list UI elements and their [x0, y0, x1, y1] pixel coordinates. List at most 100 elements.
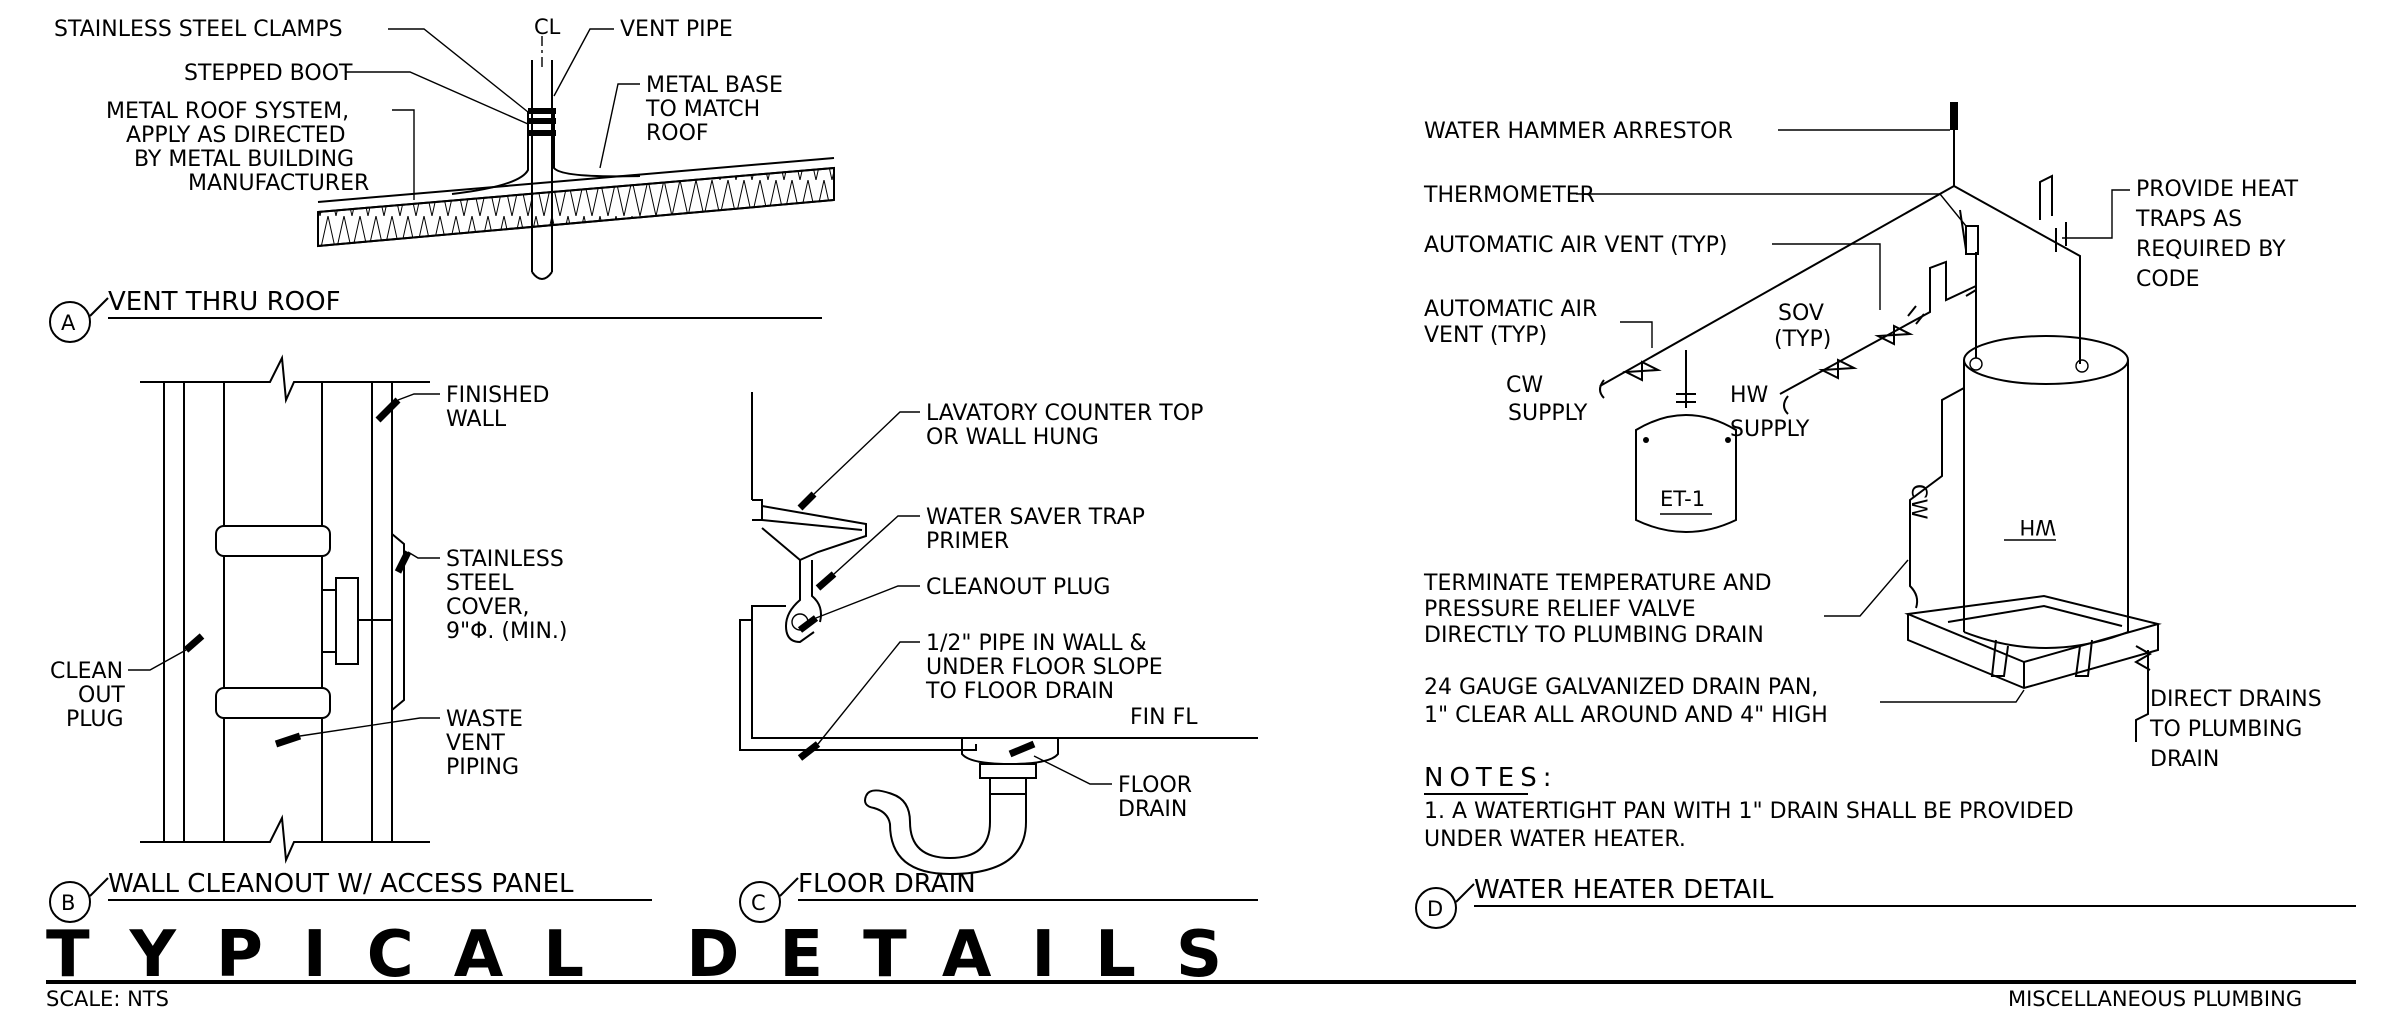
label-plug-3: PLUG	[66, 707, 124, 732]
label-waste-3: PIPING	[446, 755, 519, 780]
label-pipe-3: TO FLOOR DRAIN	[925, 679, 1114, 704]
finished-wall	[140, 354, 430, 864]
label-pan-2: 1" CLEAR ALL AROUND AND 4" HIGH	[1424, 703, 1828, 728]
label-heat-3: REQUIRED BY	[2136, 237, 2286, 262]
label-roof-1: METAL ROOF SYSTEM,	[106, 99, 349, 124]
vent-pipe	[531, 36, 553, 280]
label-waste-2: VENT	[446, 731, 505, 756]
label-heat-4: CODE	[2136, 267, 2200, 292]
label-pipe-2: UNDER FLOOR SLOPE	[926, 655, 1163, 680]
label-clamps: STAINLESS STEEL CLAMPS	[54, 17, 343, 42]
label-drain-1: FLOOR	[1118, 773, 1192, 798]
label-roof-4: MANUFACTURER	[188, 171, 369, 196]
label-hw-1: HW	[1730, 383, 1769, 408]
label-trap-2: PRIMER	[926, 529, 1009, 554]
label-base-3: ROOF	[646, 121, 709, 146]
roof-panel	[317, 157, 835, 248]
label-cleanout: CLEANOUT PLUG	[926, 575, 1110, 600]
label-pipe-1: 1/2" PIPE IN WALL &	[926, 631, 1147, 656]
label-fin-fl: FIN FL	[1130, 705, 1198, 730]
expansion-tank-et-1: ET-1	[1635, 350, 1737, 533]
lavatory	[752, 499, 867, 562]
detail-c-title: FLOOR DRAIN	[798, 869, 976, 899]
detail-a-tag: A	[61, 311, 76, 335]
label-relief-3: DIRECTLY TO PLUMBING DRAIN	[1424, 623, 1764, 648]
label-base-1: METAL BASE	[646, 73, 783, 98]
label-aav-typ: AUTOMATIC AIR VENT (TYP)	[1424, 233, 1727, 258]
note-1b: UNDER WATER HEATER.	[1424, 827, 1686, 852]
valves	[1599, 222, 2153, 671]
note-1a: 1. A WATERTIGHT PAN WITH 1" DRAIN SHALL …	[1424, 799, 2074, 824]
primer-line	[739, 605, 977, 751]
detail-b-tag: B	[61, 891, 75, 915]
access-cover	[391, 533, 405, 711]
label-aav-1: AUTOMATIC AIR	[1424, 297, 1597, 322]
floor-drain-body	[864, 738, 1059, 876]
sheet-title: TYPICAL DETAILS	[46, 918, 1262, 992]
notes-heading: NOTES:	[1424, 763, 1558, 793]
label-heat-1: PROVIDE HEAT	[2136, 177, 2299, 202]
label-plug-2: OUT	[78, 683, 125, 708]
label-lav-2: OR WALL HUNG	[926, 425, 1099, 450]
detail-a-title: VENT THRU ROOF	[108, 287, 341, 317]
detail-b-title: WALL CLEANOUT W/ ACCESS PANEL	[108, 869, 574, 899]
detail-c-floor-drain: LAVATORY COUNTER TOP OR WALL HUNG WATER …	[739, 392, 1258, 923]
label-sov-1: SOV	[1778, 301, 1824, 326]
label-boot: STEPPED BOOT	[184, 61, 353, 86]
label-roof-2: APPLY AS DIRECTED	[126, 123, 346, 148]
stepped-boot-clamps	[528, 108, 556, 136]
detail-d-title-block: D WATER HEATER DETAIL	[1415, 875, 2356, 929]
detail-a-vent-thru-roof: CL STAINLESS STEEL CLAMPS STEPPED BOOT M…	[49, 15, 835, 343]
label-vent-pipe: VENT PIPE	[620, 17, 733, 42]
cleanout-plug	[321, 577, 392, 665]
detail-a-title-block: A VENT THRU ROOF	[49, 287, 822, 343]
sheet-title-block: TYPICAL DETAILS SCALE: NTS MISCELLANEOUS…	[46, 918, 2356, 1011]
label-cover-2: STEEL	[446, 571, 514, 596]
label-drain-2: DRAIN	[1118, 797, 1187, 822]
label-hw-2: SUPPLY	[1730, 417, 1810, 442]
label-sov-2: (TYP)	[1774, 327, 1831, 352]
detail-d-water-heater: WH ET-1	[1415, 102, 2356, 929]
label-lav-1: LAVATORY COUNTER TOP	[926, 401, 1203, 426]
finished-floor	[740, 737, 1258, 751]
label-finished-wall-2: WALL	[446, 407, 507, 432]
detail-b-wall-cleanout: FINISHED WALL STAINLESS STEEL COVER, 9"Φ…	[49, 354, 652, 923]
sheet-scale: SCALE: NTS	[46, 987, 169, 1011]
waste-vent-pipe	[215, 382, 331, 842]
label-relief-1: TERMINATE TEMPERATURE AND	[1423, 571, 1772, 596]
label-relief-2: PRESSURE RELIEF VALVE	[1424, 597, 1696, 622]
label-finished-wall-1: FINISHED	[446, 383, 549, 408]
wh-label: WH	[2019, 515, 2056, 539]
detail-b-title-block: B WALL CLEANOUT W/ ACCESS PANEL	[49, 869, 652, 923]
label-direct-1: DIRECT DRAINS	[2150, 687, 2322, 712]
label-roof-3: BY METAL BUILDING	[134, 147, 354, 172]
label-heat-2: TRAPS AS	[2135, 207, 2242, 232]
water-heater-tank: WH	[1963, 335, 2129, 649]
label-arrestor: WATER HAMMER ARRESTOR	[1424, 119, 1733, 144]
label-aav-2: VENT (TYP)	[1424, 323, 1547, 348]
label-cw-1: CW	[1506, 373, 1543, 398]
label-trap-1: WATER SAVER TRAP	[926, 505, 1145, 530]
label-base-2: TO MATCH	[645, 97, 760, 122]
detail-c-title-block: C FLOOR DRAIN	[739, 869, 1258, 923]
label-cover-1: STAINLESS	[446, 547, 564, 572]
detail-d-title: WATER HEATER DETAIL	[1474, 875, 1774, 905]
label-cw-2: SUPPLY	[1508, 401, 1588, 426]
label-waste-1: WASTE	[446, 707, 523, 732]
sheet-name: MISCELLANEOUS PLUMBING	[2008, 987, 2302, 1011]
label-cover-4: 9"Φ. (MIN.)	[446, 619, 568, 644]
detail-d-tag: D	[1427, 897, 1443, 921]
detail-c-tag: C	[751, 891, 766, 915]
et-label: ET-1	[1660, 487, 1705, 511]
label-plug-1: CLEAN	[50, 659, 123, 684]
piping	[1599, 102, 2149, 742]
drain-pan	[1904, 594, 2162, 690]
label-pan-1: 24 GAUGE GALVANIZED DRAIN PAN,	[1424, 675, 1818, 700]
label-cover-3: COVER,	[446, 595, 530, 620]
label-direct-3: DRAIN	[2150, 747, 2219, 772]
label-direct-2: TO PLUMBING	[2149, 717, 2302, 742]
centerline-mark: CL	[534, 15, 561, 39]
label-cw-vertical: CW	[1907, 484, 1931, 520]
label-thermometer: THERMOMETER	[1423, 183, 1595, 208]
